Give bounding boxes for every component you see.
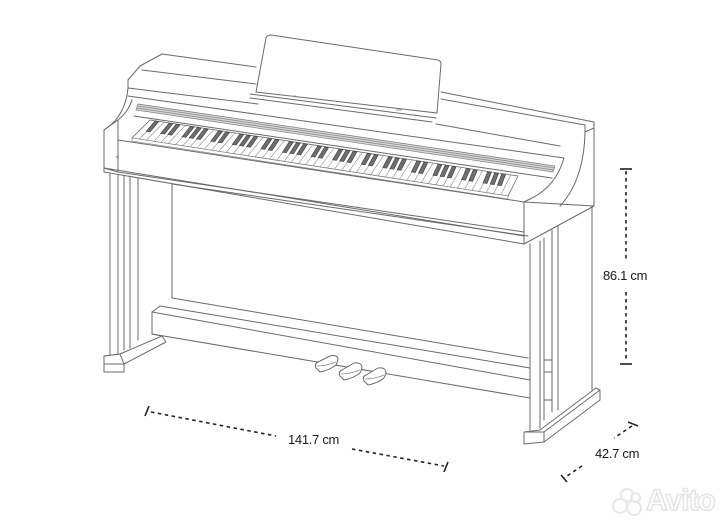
black-key <box>289 142 301 155</box>
black-key <box>210 130 223 143</box>
black-key <box>461 168 471 181</box>
black-key <box>489 172 499 185</box>
avito-watermark-text: Avito <box>645 483 716 518</box>
width-dimension-line <box>144 405 449 473</box>
black-key <box>389 157 400 170</box>
depth-dimension-label: 42.7 cm <box>595 446 640 461</box>
height-dimension-line <box>620 168 632 365</box>
avito-logo-icon <box>612 488 642 516</box>
black-key <box>432 163 443 177</box>
back-panel <box>171 183 529 299</box>
black-key <box>496 173 506 187</box>
right-leg <box>523 205 601 445</box>
black-key <box>281 141 294 154</box>
music-rest <box>249 34 442 123</box>
black-key <box>339 149 351 162</box>
black-key <box>317 146 330 159</box>
left-leg <box>103 173 167 373</box>
black-key <box>446 166 457 179</box>
top-lid <box>127 53 595 159</box>
width-dimension-label: 141.7 cm <box>288 432 340 447</box>
black-key <box>410 160 422 173</box>
black-key <box>260 138 273 150</box>
black-key <box>145 120 160 133</box>
depth-dimension-line <box>560 421 639 483</box>
black-key <box>482 171 492 184</box>
black-key <box>418 161 429 174</box>
fallboard <box>133 103 556 179</box>
left-cheek <box>103 87 133 173</box>
black-key <box>160 122 174 135</box>
pedals <box>314 355 387 386</box>
black-key <box>360 153 372 166</box>
black-key <box>332 148 344 161</box>
black-key <box>439 164 450 178</box>
height-dimension-label: 86.1 cm <box>603 268 648 283</box>
black-key <box>231 133 245 146</box>
black-key <box>346 150 358 163</box>
pedal-stretcher <box>151 297 531 399</box>
black-key <box>382 156 393 169</box>
black-key <box>181 126 195 138</box>
black-key <box>267 139 280 151</box>
black-key <box>167 124 181 136</box>
avito-watermark: Avito <box>612 483 717 518</box>
black-key <box>238 134 252 147</box>
black-key <box>367 154 379 167</box>
black-key <box>310 145 322 158</box>
black-key <box>246 135 259 148</box>
black-key <box>396 158 407 171</box>
keyboard <box>131 119 519 200</box>
black-key <box>195 128 209 140</box>
black-key <box>217 131 231 144</box>
black-key <box>188 127 202 139</box>
black-key <box>296 143 308 156</box>
black-key <box>468 169 478 182</box>
